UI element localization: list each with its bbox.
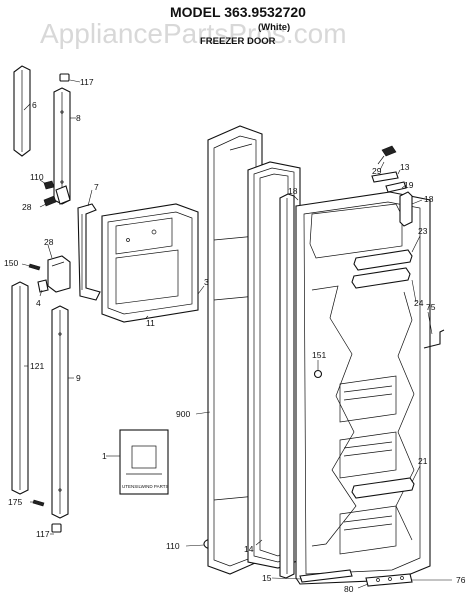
part-19-retainer [385,181,407,193]
part-110-screw [43,180,55,190]
callout-117-top: 117 [80,77,94,87]
callout-1: 1 [102,451,107,461]
part-121-trim-strip [11,281,29,495]
callout-28-top: 28 [22,202,32,212]
part-13-retainer [371,171,399,183]
callout-6: 6 [32,100,37,110]
callout-151: 151 [312,350,326,360]
part-75-rod [423,329,445,349]
manual-label: UTENSILWIND PARTS [122,484,169,489]
callout-8: 8 [76,113,81,123]
part-18-gasket-strip [279,193,295,579]
part-28-bracket-lower [47,255,71,293]
leader-lines [21,79,452,589]
part-8-channel [53,87,71,205]
part-7-door-handle [77,203,101,301]
part-9-channel [51,305,69,519]
callout-18-side: 18 [424,194,434,204]
part-15-bottom-trim [299,569,353,583]
callout-117-bottom: 117 [36,529,50,539]
diagram-subtitle-variant: (White) [258,22,290,33]
callout-121: 121 [30,361,44,371]
part-1-owners-manual: UTENSILWIND PARTS [119,429,169,495]
callout-19: 19 [404,180,414,190]
callout-24: 24 [414,298,424,308]
part-4-clip [37,279,49,293]
callout-labels: 6 117 8 110 28 7 28 150 4 11 3 121 9 1 1… [4,77,466,594]
part-175-screw [32,499,45,507]
part-18-side-strip [399,191,413,227]
part-29-clip [377,145,397,165]
callout-150: 150 [4,258,18,268]
part-80-bracket [365,573,413,587]
callout-18-gasket: 18 [288,186,298,196]
callout-28-lower: 28 [44,237,54,247]
callout-110-lower: 110 [166,541,180,551]
diagram-subtitle-section: FREEZER DOOR [200,36,276,47]
callout-21: 21 [418,456,428,466]
callout-4: 4 [36,298,41,308]
callout-76: 76 [456,575,466,585]
callout-110-top: 110 [30,172,44,182]
watermark-text: AppliancePartsPros.com [40,18,347,49]
callout-23: 23 [418,226,428,236]
callout-75: 75 [426,302,436,312]
callout-14: 14 [244,544,254,554]
callout-15: 15 [262,573,272,583]
callout-9: 9 [76,373,81,383]
callout-29: 29 [372,166,382,176]
part-6-trim-strip [13,65,31,157]
part-117-clip-bottom [51,523,62,533]
callout-80: 80 [344,584,354,594]
callout-11: 11 [146,318,155,328]
inner-door-liner [295,191,431,585]
callout-900: 900 [176,409,190,419]
part-151-clip [313,369,323,379]
callout-7: 7 [94,182,99,192]
callout-3: 3 [204,277,209,287]
callout-13: 13 [400,162,410,172]
diagram-title: MODEL 363.9532720 [170,4,306,20]
callout-175: 175 [8,497,22,507]
part-150-screw [28,263,41,271]
part-11-dispenser-panel [101,203,199,323]
part-28-bracket-top [43,185,71,207]
part-117-clip-top [59,73,70,82]
